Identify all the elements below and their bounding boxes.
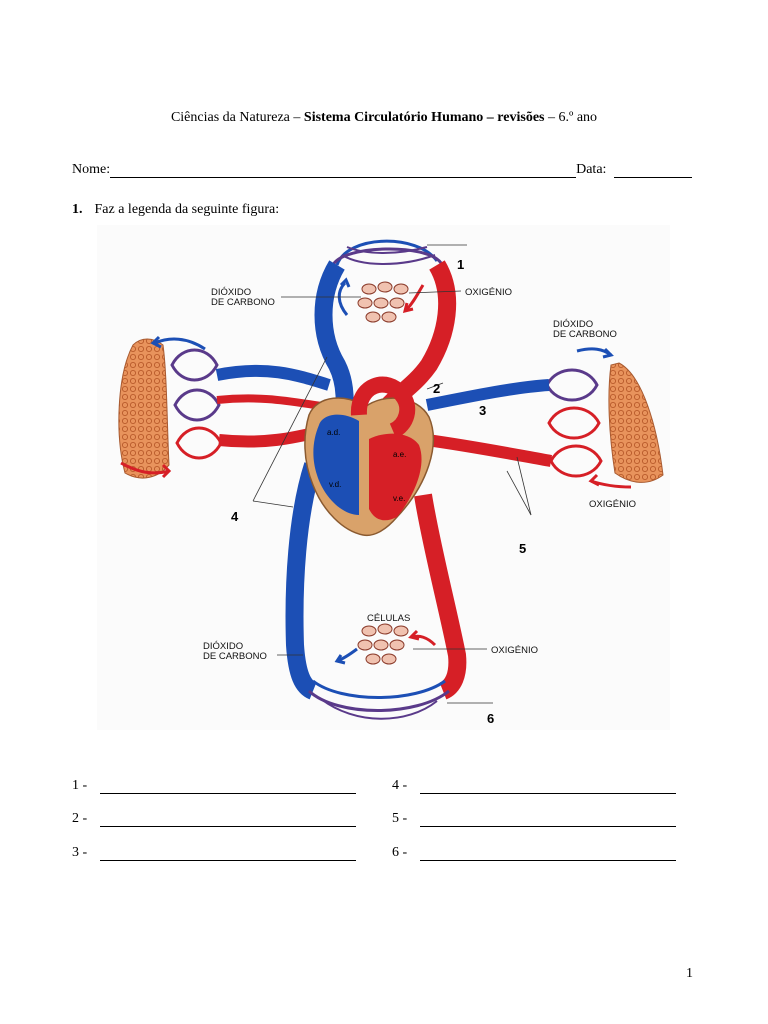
top-capillaries xyxy=(331,239,443,266)
title-grade: – 6.º ano xyxy=(544,110,598,125)
number-6: 6 xyxy=(487,711,494,726)
answer-row-3: 3 - xyxy=(72,845,356,861)
left-lung xyxy=(118,338,170,479)
answer-row-2: 2 - xyxy=(72,811,356,827)
answer-label: 3 - xyxy=(72,845,88,860)
date-field[interactable] xyxy=(614,163,693,178)
label-co2-top-1: DIÓXIDO xyxy=(211,287,251,298)
answer-label: 4 - xyxy=(392,778,408,793)
name-label: Nome: xyxy=(72,162,111,177)
answer-field[interactable] xyxy=(100,812,356,827)
right-lung xyxy=(608,362,664,483)
pulmonary-artery-right xyxy=(425,379,550,411)
number-5: 5 xyxy=(519,541,526,556)
question-1: 1. Faz a legenda da seguinte figura: xyxy=(72,202,279,218)
right-capillaries xyxy=(545,368,603,478)
answer-label: 2 - xyxy=(72,811,88,826)
answer-label: 1 - xyxy=(72,778,88,793)
lower-artery xyxy=(414,493,467,700)
pulmonary-artery-left xyxy=(215,364,331,391)
answer-field[interactable] xyxy=(100,779,356,794)
answer-field[interactable] xyxy=(420,846,676,861)
date-label: Data: xyxy=(576,162,607,177)
answer-label: 6 - xyxy=(392,845,408,860)
name-date-row: Nome: Data: xyxy=(72,162,696,178)
lower-vein xyxy=(285,462,322,700)
title-subject: Ciências da Natureza – xyxy=(170,110,304,125)
label-co2-right-1: DIÓXIDO xyxy=(553,319,593,330)
bottom-capillaries xyxy=(307,679,450,720)
label-cells: CÉLULAS xyxy=(367,613,410,624)
label-co2-bottom-1: DIÓXIDO xyxy=(203,641,243,652)
answer-row-6: 6 - xyxy=(392,845,676,861)
circulatory-svg: a.d. v.d. a.e. v.e. xyxy=(118,239,664,726)
title-topic: Sistema Circulatório Humano – revisões xyxy=(303,110,545,125)
label-o2-bottom: OXIGÉNIO xyxy=(491,645,538,656)
number-2: 2 xyxy=(433,381,440,396)
label-co2-right-2: DE CARBONO xyxy=(553,329,617,340)
answer-field[interactable] xyxy=(420,812,676,827)
heart-ve: v.e. xyxy=(393,494,405,503)
flow-arrows xyxy=(120,277,632,665)
left-heart xyxy=(369,433,422,521)
aortic-arch xyxy=(350,376,416,439)
page-number: 1 xyxy=(686,966,693,981)
answer-row-1: 1 - xyxy=(72,778,356,794)
callout-lines xyxy=(252,244,532,704)
question-text: Faz a legenda da seguinte figura: xyxy=(94,202,280,217)
right-heart xyxy=(313,414,359,515)
label-o2-right: OXIGÉNIO xyxy=(589,499,636,510)
number-3: 3 xyxy=(479,403,486,418)
bottom-cells xyxy=(357,623,409,665)
answer-row-4: 4 - xyxy=(392,778,676,794)
pulmonary-vein-right xyxy=(426,434,553,467)
heart-vd: v.d. xyxy=(329,480,341,489)
top-cells xyxy=(357,281,409,323)
question-number: 1. xyxy=(72,202,83,217)
answer-field[interactable] xyxy=(100,846,356,861)
label-o2-top: OXIGÉNIO xyxy=(465,287,512,298)
heart-ad: a.d. xyxy=(327,428,340,437)
label-co2-bottom-2: DE CARBONO xyxy=(203,651,267,662)
left-capillaries xyxy=(170,348,223,460)
answer-label: 5 - xyxy=(392,811,408,826)
answer-row-5: 5 - xyxy=(392,811,676,827)
number-4: 4 xyxy=(231,509,239,524)
label-co2-top-2: DE CARBONO xyxy=(211,297,275,308)
answer-field[interactable] xyxy=(420,779,676,794)
name-field[interactable] xyxy=(110,163,577,178)
number-1: 1 xyxy=(457,257,464,272)
page-title: Ciências da Natureza – Sistema Circulató… xyxy=(0,110,768,126)
circulatory-diagram: a.d. v.d. a.e. v.e. xyxy=(97,225,670,730)
heart-ae: a.e. xyxy=(393,450,406,459)
